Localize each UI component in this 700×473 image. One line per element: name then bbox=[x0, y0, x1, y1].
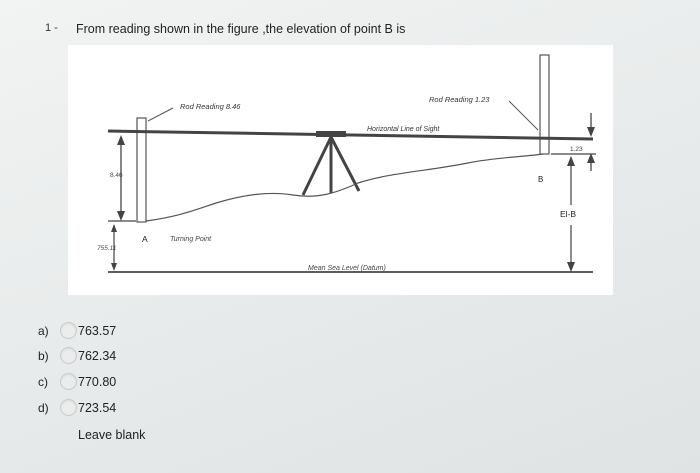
elev-a-label: 755.11 bbox=[97, 245, 117, 252]
rod-reading-left-label: Rod Reading 8.46 bbox=[180, 102, 241, 111]
leveling-figure: Rod Reading 8.46 Rod Reading 1.23 Horizo… bbox=[68, 45, 613, 295]
option-a[interactable]: a) 763.57 bbox=[38, 322, 238, 342]
level-instrument bbox=[316, 131, 346, 137]
option-label[interactable]: 762.34 bbox=[78, 349, 117, 363]
option-label[interactable]: 770.80 bbox=[78, 375, 117, 389]
rod-reading-right-label: Rod Reading 1.23 bbox=[429, 95, 490, 104]
radio-button[interactable] bbox=[60, 322, 77, 339]
option-label[interactable]: 763.57 bbox=[78, 324, 117, 338]
horizontal-line-label: Horizontal Line of Sight bbox=[367, 126, 440, 133]
option-letter: b) bbox=[38, 349, 49, 363]
radio-button[interactable] bbox=[60, 347, 77, 364]
option-c[interactable]: c) 770.80 bbox=[38, 373, 238, 393]
option-d[interactable]: d) 723.54 bbox=[38, 399, 238, 419]
right-rod bbox=[539, 54, 550, 155]
left-rod bbox=[136, 117, 147, 223]
option-b[interactable]: b) 762.34 bbox=[38, 347, 238, 367]
reading-123-label: 1.23 bbox=[570, 146, 583, 153]
dim-846-arrow-top bbox=[117, 135, 125, 145]
el-b-label: El-B bbox=[560, 209, 576, 219]
leave-blank-option[interactable]: Leave blank bbox=[78, 428, 146, 442]
dim-846-arrow-bottom bbox=[117, 211, 125, 221]
radio-button[interactable] bbox=[60, 399, 77, 416]
option-label[interactable]: 723.54 bbox=[78, 401, 117, 415]
turning-point-label: Turning Point bbox=[170, 236, 212, 243]
ground-profile bbox=[145, 153, 544, 222]
line-of-sight bbox=[107, 129, 594, 141]
figure-panel bbox=[68, 45, 613, 295]
reading-846-label: 8.46 bbox=[110, 172, 123, 179]
point-a-label: A bbox=[142, 234, 148, 244]
datum-label: Mean Sea Level (Datum) bbox=[308, 265, 386, 272]
radio-button[interactable] bbox=[60, 373, 77, 390]
option-letter: c) bbox=[38, 375, 48, 389]
question-number: 1 - bbox=[45, 22, 58, 34]
tripod-leg-right bbox=[329, 136, 361, 192]
option-letter: a) bbox=[38, 324, 49, 338]
option-letter: d) bbox=[38, 401, 49, 415]
tripod-leg-left bbox=[301, 136, 333, 196]
question-text: From reading shown in the figure ,the el… bbox=[76, 22, 406, 36]
point-b-label: B bbox=[538, 175, 543, 184]
